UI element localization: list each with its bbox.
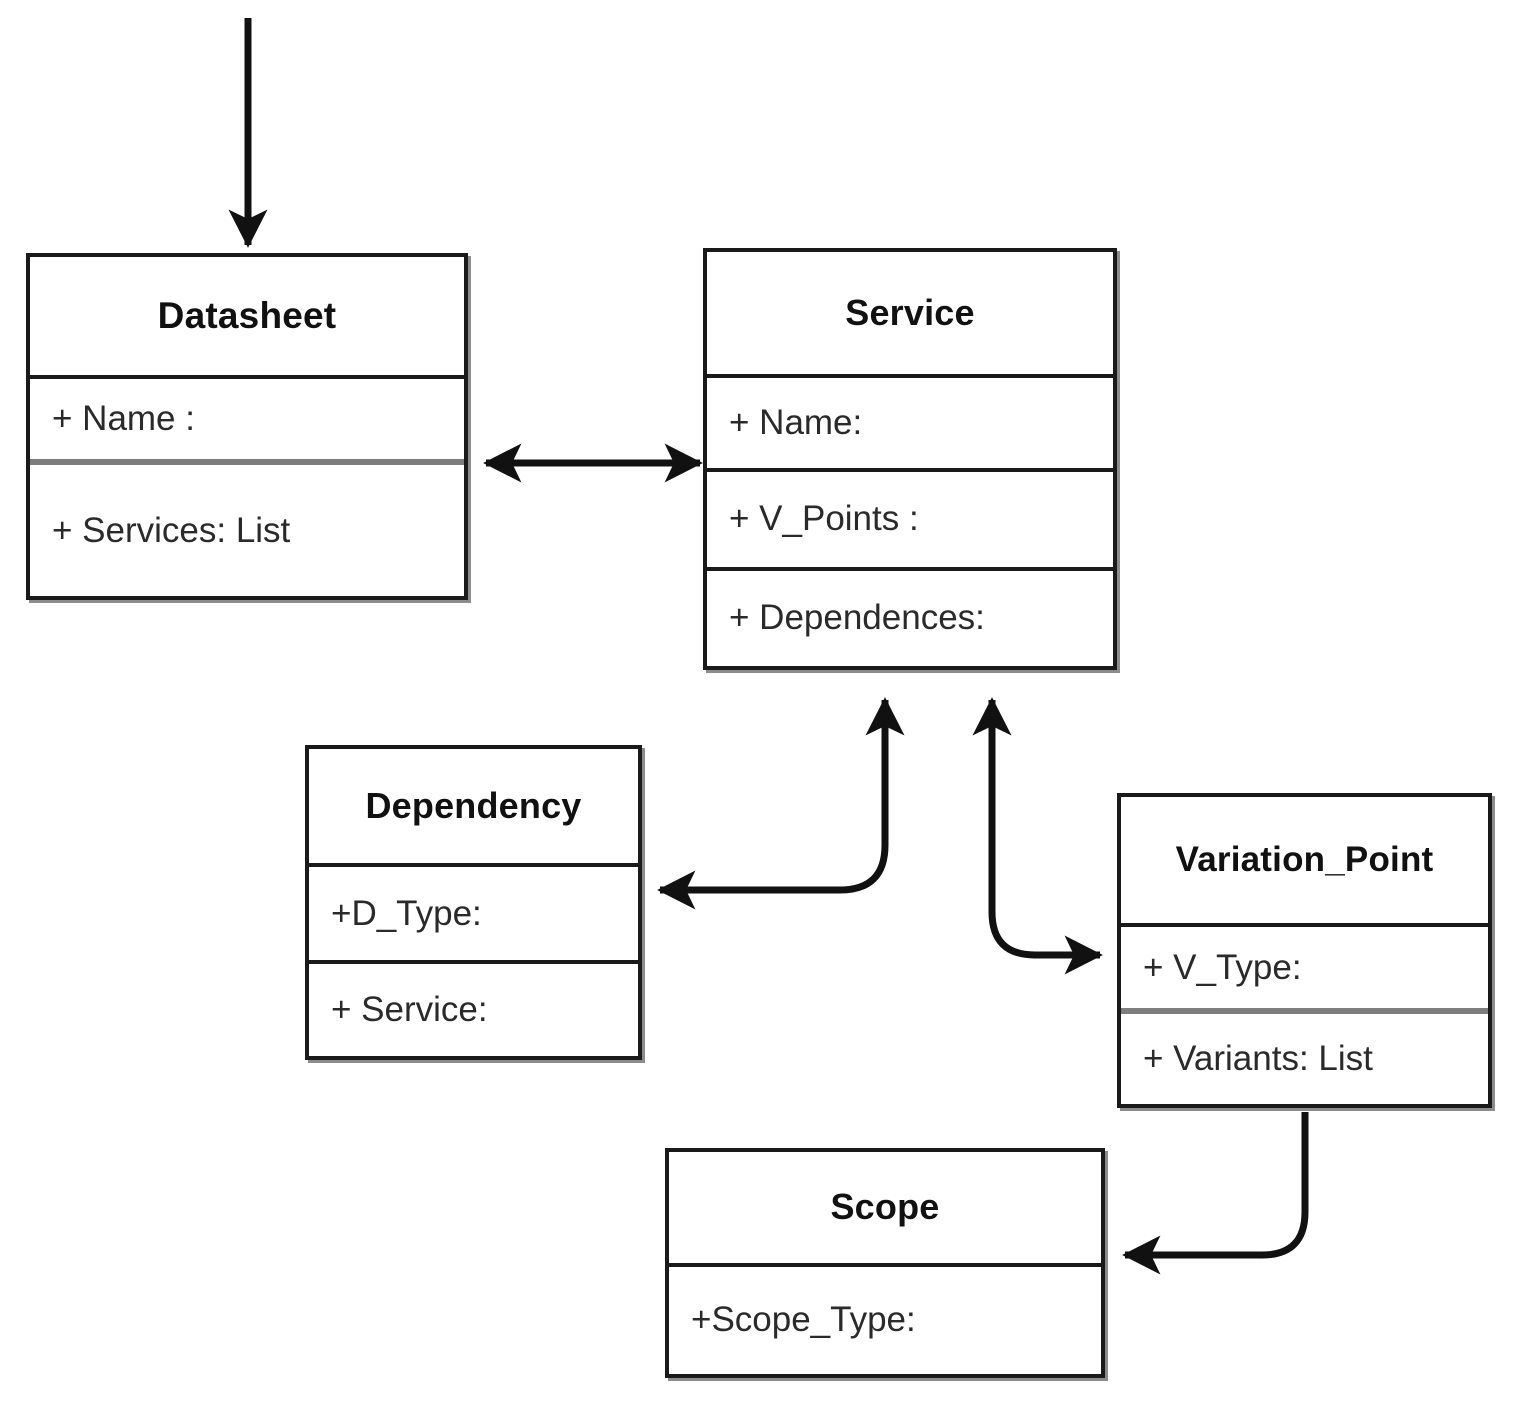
class-box-datasheet[interactable]: Datasheet + Name : + Services: List	[26, 253, 468, 600]
class-box-variation-point[interactable]: Variation_Point + V_Type: + Variants: Li…	[1117, 793, 1492, 1108]
class-attribute-variation-point-variants: + Variants: List	[1143, 1039, 1373, 1079]
class-attribute-service-vpoints: + V_Points :	[707, 472, 1113, 571]
class-attribute-datasheet-name: + Name :	[30, 379, 464, 465]
connector-variation-scope	[1122, 1112, 1309, 1275]
class-box-dependency[interactable]: Dependency +D_Type: + Service:	[305, 745, 642, 1060]
class-box-scope[interactable]: Scope +Scope_Type:	[665, 1148, 1105, 1378]
class-box-service[interactable]: Service + Name: + V_Points : + Dependenc…	[703, 248, 1117, 670]
class-title-dependency: Dependency	[309, 749, 638, 868]
connector-dependency-service	[657, 697, 905, 910]
class-attribute-scope-scopetype: +Scope_Type:	[691, 1300, 916, 1340]
class-title-service: Service	[707, 252, 1113, 378]
class-attribute-dependency-dtype: +D_Type:	[309, 867, 638, 965]
class-attribute-datasheet-services: + Services: List	[52, 510, 291, 550]
class-title-variation-point: Variation_Point	[1121, 797, 1488, 928]
class-attribute-service-dependences: + Dependences:	[729, 598, 985, 638]
class-title-scope: Scope	[669, 1152, 1101, 1267]
connector-service-variation	[972, 697, 1103, 975]
class-title-datasheet: Datasheet	[30, 257, 464, 379]
class-attribute-dependency-service: + Service:	[331, 990, 488, 1030]
class-attribute-service-name: + Name:	[707, 378, 1113, 472]
class-attribute-variation-point-vtype: + V_Type:	[1121, 927, 1488, 1015]
